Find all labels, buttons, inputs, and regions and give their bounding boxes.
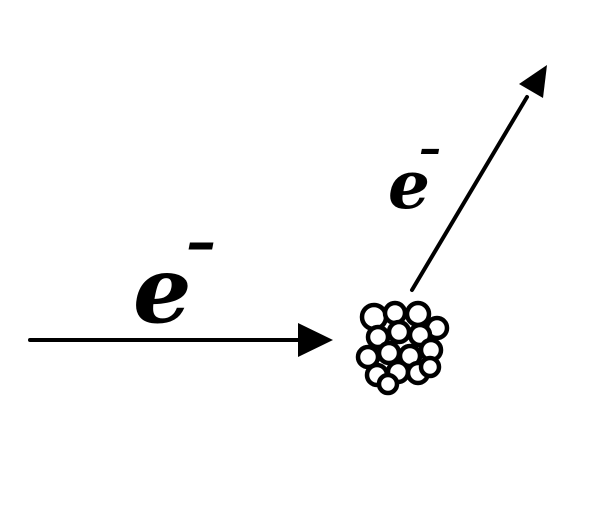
scattered-arrow — [410, 65, 547, 292]
incoming-electron-charge: – — [186, 207, 216, 277]
scattered-electron-label: e – — [388, 123, 441, 224]
incoming-arrow — [28, 323, 333, 357]
scattered-electron-symbol: e — [388, 146, 430, 224]
scattered-electron-charge: – — [419, 123, 441, 174]
incoming-electron-symbol: e — [133, 236, 192, 344]
incoming-electron-label: e – — [133, 207, 216, 344]
nucleus-cluster-icon — [355, 300, 450, 396]
